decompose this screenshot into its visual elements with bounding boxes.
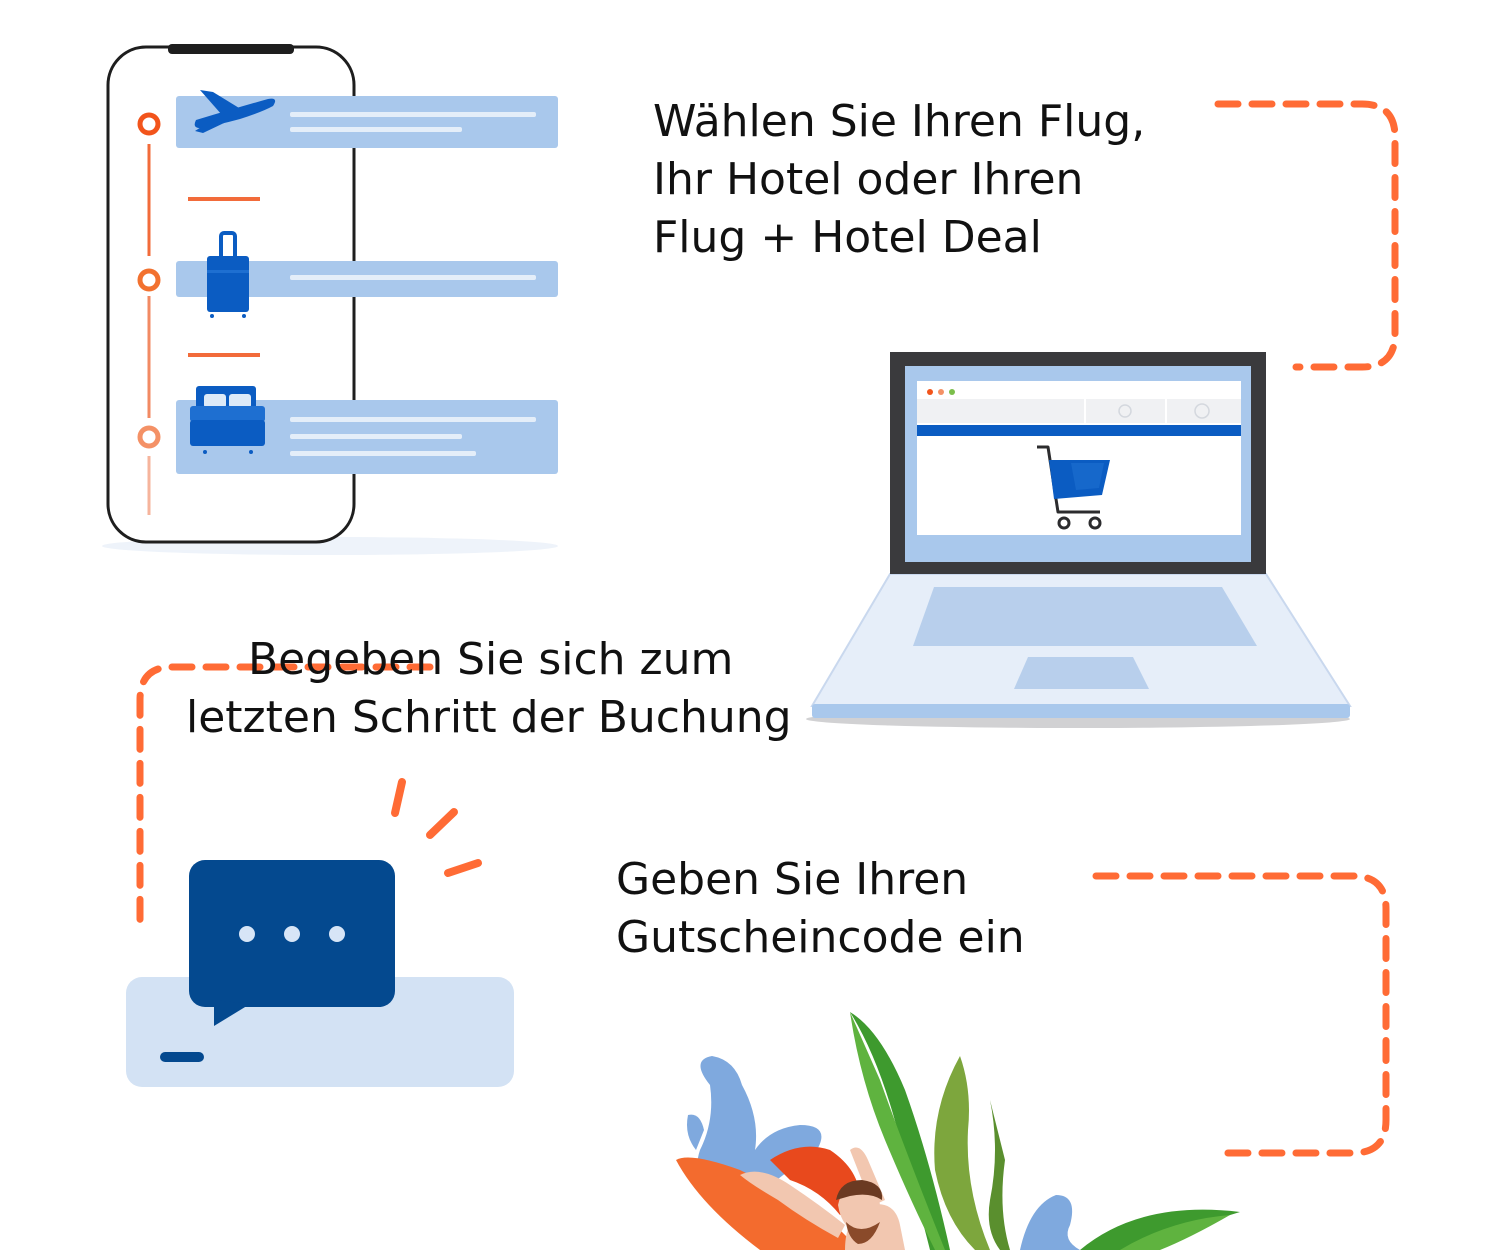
- connector-step1-step2: [1214, 100, 1399, 371]
- chat-bubble-icon: [189, 860, 395, 1026]
- step-1-line-1: Wählen Sie Ihren Flug,: [653, 96, 1146, 147]
- connector-step3-end: [1092, 872, 1390, 1157]
- chat-illustration: [126, 778, 514, 1087]
- step-3-line-1: Geben Sie Ihren: [616, 854, 969, 905]
- laptop-illustration: [806, 352, 1352, 728]
- step-2-line-2: letzten Schritt der Buchung: [186, 692, 792, 743]
- suitcase-icon: [207, 231, 249, 318]
- step-2-text: Begeben Sie sich zum letzten Schritt der…: [186, 631, 792, 747]
- airplane-icon: [194, 90, 276, 133]
- float-ring: [676, 1157, 860, 1250]
- relax-illustration: [676, 1012, 1240, 1250]
- phone-illustration: [102, 44, 558, 555]
- step-3-line-2: Gutscheincode ein: [616, 912, 1025, 963]
- flight-card: [176, 96, 558, 148]
- bed-icon: [190, 386, 265, 454]
- step-3-text: Geben Sie Ihren Gutscheincode ein: [616, 851, 1025, 967]
- relaxing-person: [740, 1147, 905, 1250]
- shopping-cart-icon: [1037, 445, 1110, 530]
- step-1-line-3: Flug + Hotel Deal: [653, 212, 1042, 263]
- step-1-text: Wählen Sie Ihren Flug, Ihr Hotel oder Ih…: [653, 93, 1145, 267]
- connector-step2-step3: [136, 663, 434, 934]
- palm-leaves-icon: [850, 1012, 1240, 1250]
- step-2-line-1: Begeben Sie sich zum: [248, 634, 734, 685]
- step-1-line-2: Ihr Hotel oder Ihren: [653, 154, 1084, 205]
